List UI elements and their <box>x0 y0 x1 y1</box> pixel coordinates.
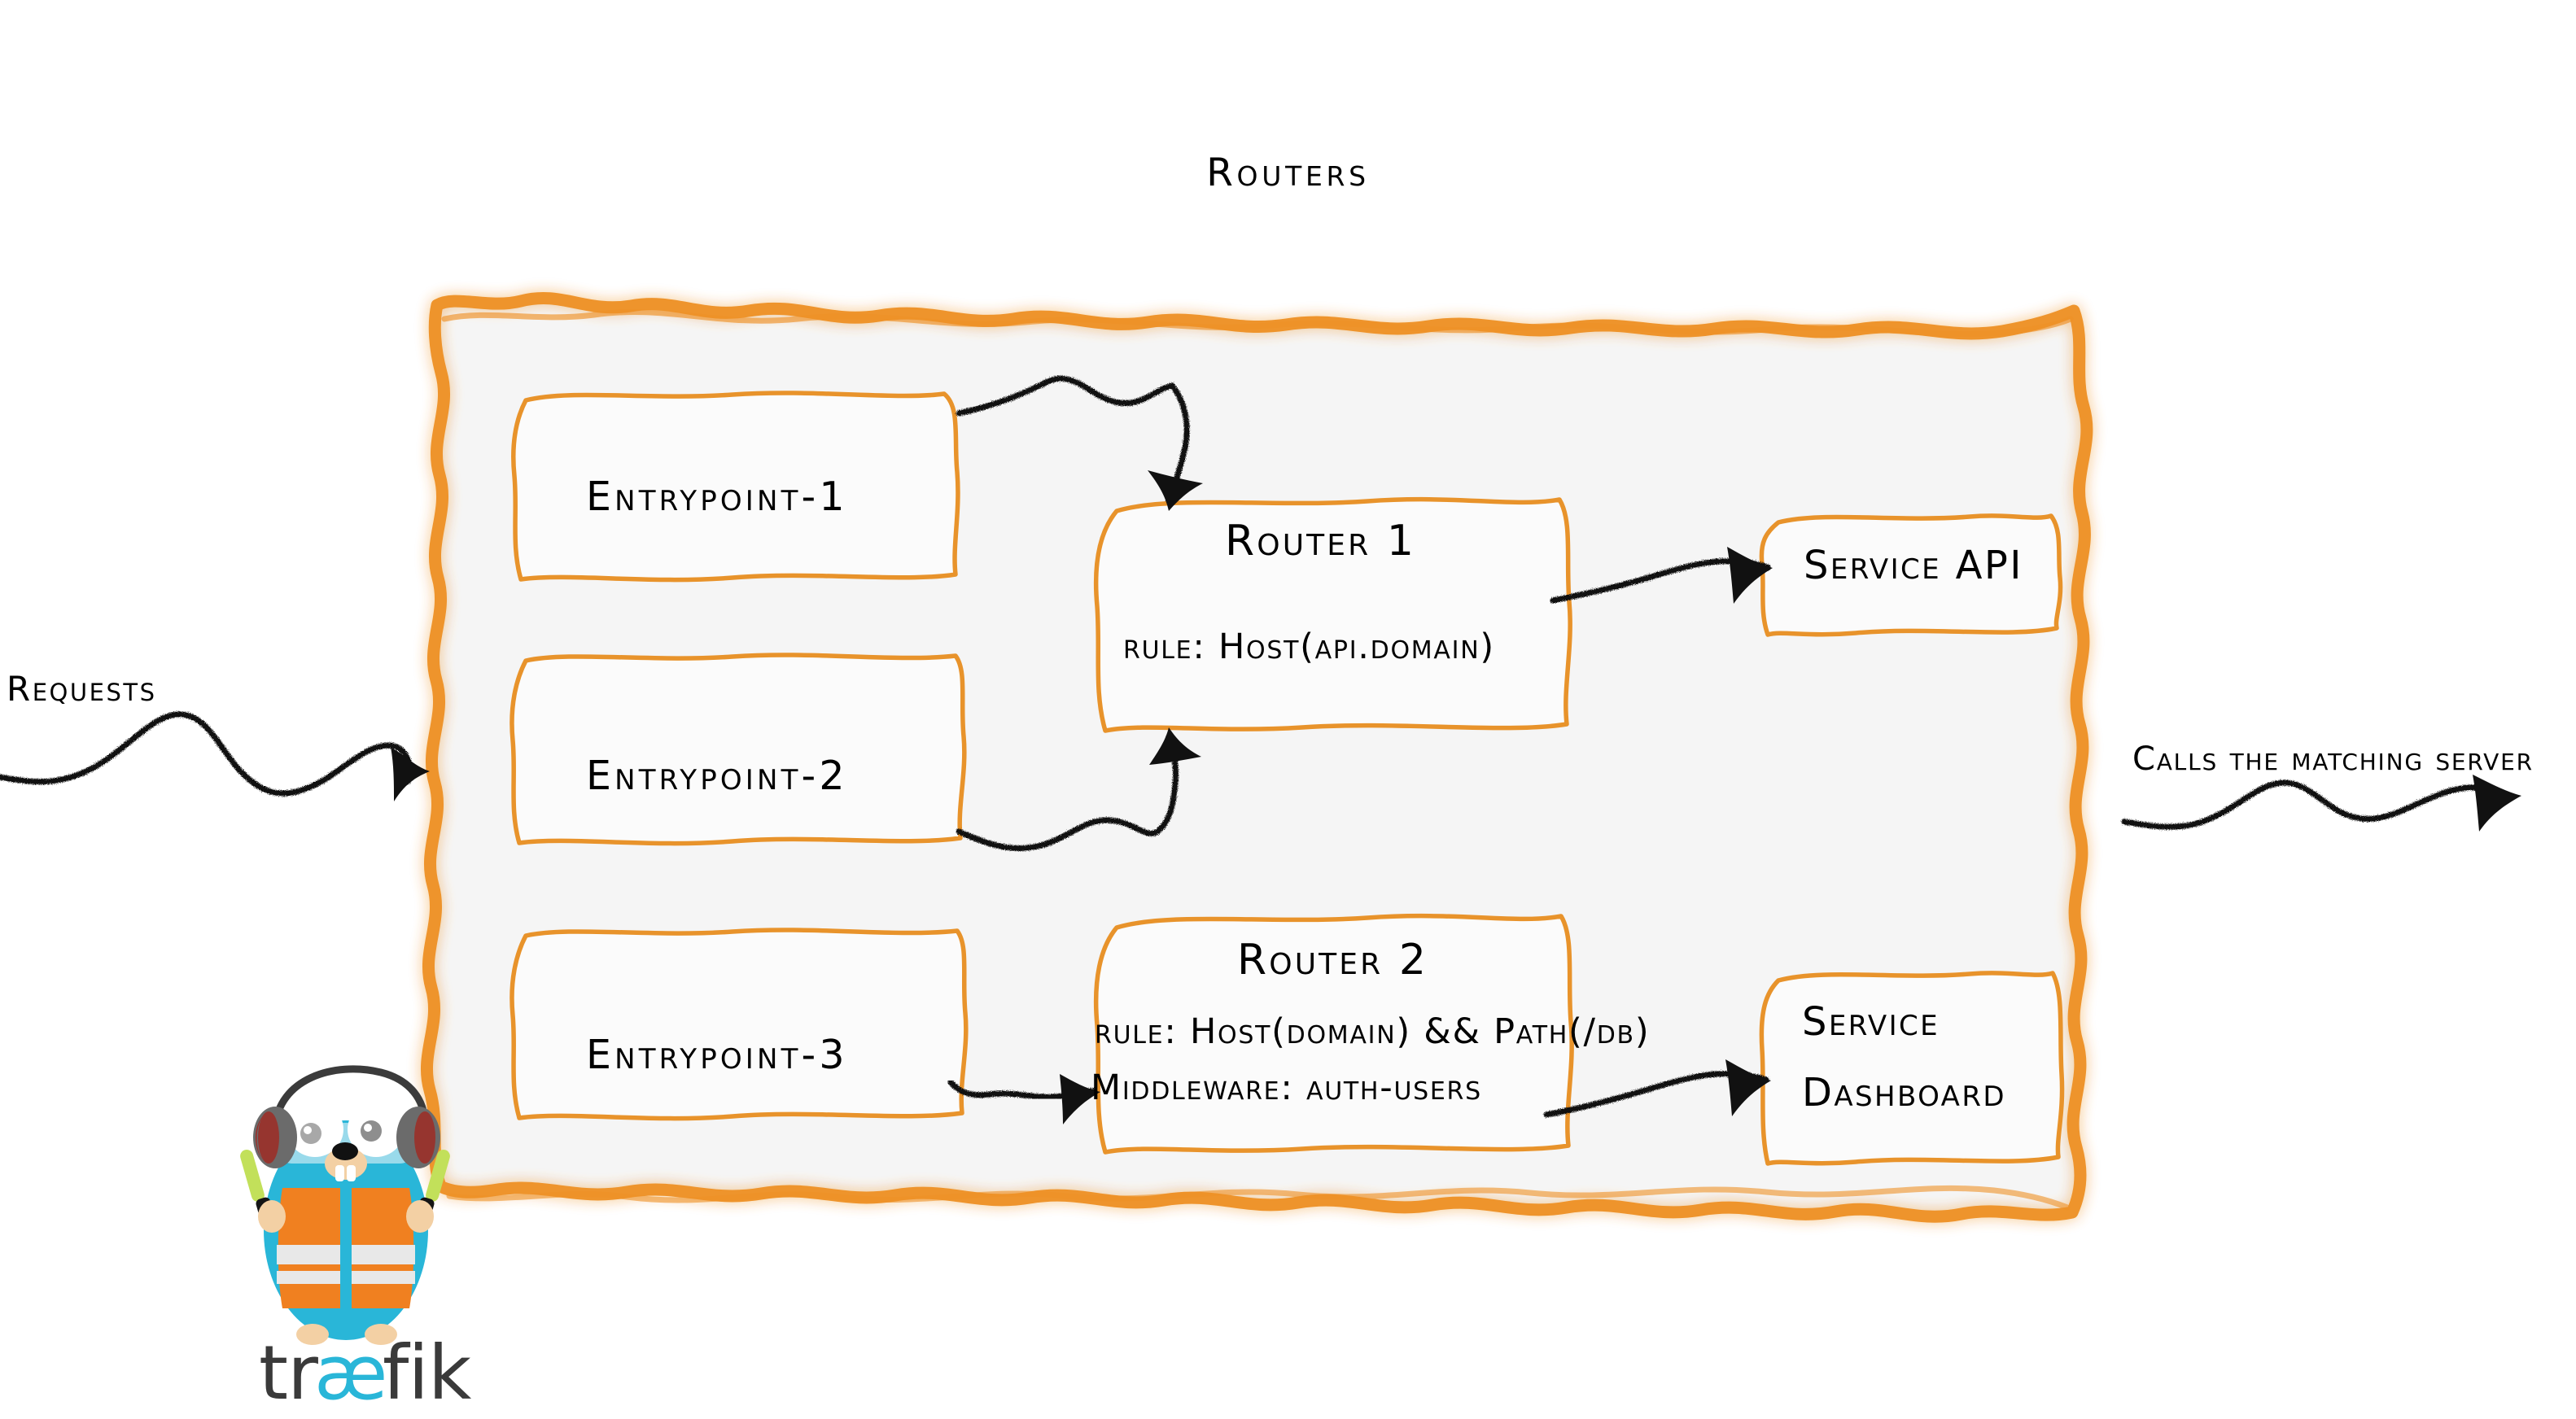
entrypoint-2-box[interactable] <box>510 653 967 846</box>
service-dashboard-label-line2: Dashboard <box>1802 1070 2006 1116</box>
router-2-rule: rule: Host(domain) && Path(/db) <box>1095 1011 1651 1052</box>
service-dashboard-label-line1: Service <box>1802 999 1940 1045</box>
page-title-text: Routers <box>1206 151 1370 195</box>
traefik-wordmark: tr æ fik <box>259 1329 495 1417</box>
entrypoint-1-label: Entrypoint-1 <box>586 474 848 520</box>
requests-arrow <box>0 711 430 801</box>
entrypoint-3-box[interactable] <box>510 928 969 1121</box>
wordmark-post: fik <box>383 1338 472 1416</box>
entrypoint-3-label: Entrypoint-3 <box>586 1032 848 1078</box>
ep3-to-router2-arrow <box>947 1074 1100 1124</box>
calls-matching-server-label: Calls the matching server <box>2132 740 2534 778</box>
calls-arrow <box>2121 775 2521 832</box>
service-api-label: Service API <box>1804 543 2023 588</box>
wordmark-pre: tr <box>259 1338 318 1416</box>
router-2-title: Router 2 <box>1237 936 1429 985</box>
requests-label: Requests <box>7 669 157 709</box>
headphone-left <box>253 1107 297 1168</box>
router-1-rule: rule: Host(api.domain) <box>1123 627 1495 667</box>
router-2-middleware: Middleware: auth-users <box>1091 1068 1482 1108</box>
traefik-gopher-mascot <box>240 1065 450 1345</box>
ep1-to-router1-arrow <box>956 375 1203 511</box>
ep2-to-router1-arrow <box>956 727 1201 851</box>
wordmark-ae: æ <box>314 1338 387 1416</box>
entrypoint-2-label: Entrypoint-2 <box>586 753 848 799</box>
router1-to-service-api-arrow <box>1550 547 1773 604</box>
router2-to-service-dashboard-arrow <box>1543 1059 1771 1118</box>
router-1-title: Router 1 <box>1225 517 1417 565</box>
page-title: Routers <box>0 151 2576 195</box>
headphone-right <box>396 1107 440 1168</box>
